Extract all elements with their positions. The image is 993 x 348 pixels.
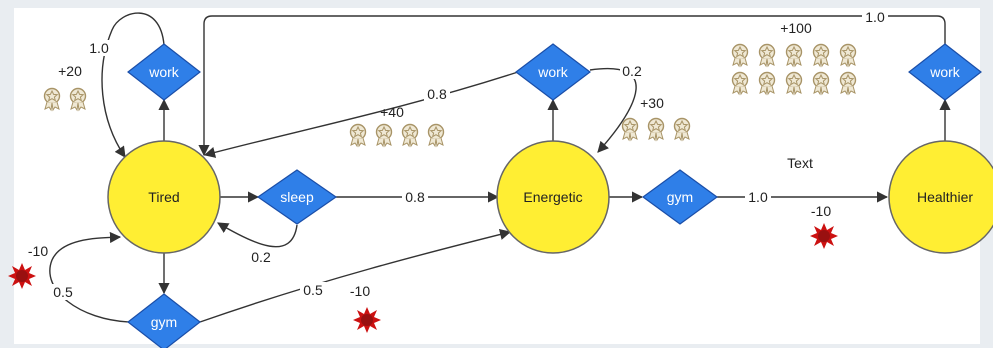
- reward-energetic-work-to-tired: +40: [380, 104, 404, 120]
- prob-gym-to-healthier: 1.0: [748, 189, 768, 205]
- action-healthier-work[interactable]: work: [908, 43, 982, 101]
- action-energetic-work-label: work: [537, 64, 569, 80]
- prob-healthier-work-to-tired: 1.0: [865, 9, 885, 25]
- edges: [49, 12, 951, 323]
- edge-gym-to-tired: [49, 231, 131, 323]
- reward-energetic-work-to-energetic: +30: [640, 95, 664, 111]
- edge-energetic-work-to-energetic: [589, 67, 637, 153]
- state-energetic-label: Energetic: [523, 189, 582, 205]
- prob-energetic-work-to-energetic: 0.2: [622, 63, 642, 79]
- state-healthier[interactable]: Healthier: [888, 140, 993, 254]
- action-tired-work[interactable]: work: [127, 43, 201, 101]
- prob-sleep-to-tired: 0.2: [251, 249, 271, 265]
- edge-gym-to-energetic: [199, 229, 512, 323]
- probability-labels: 1.0 0.8 0.2 0.8 0.2 0.5 0.5 1.0 1.0: [50, 9, 888, 300]
- edge-sleep-to-tired: [217, 222, 298, 248]
- state-healthier-label: Healthier: [917, 189, 973, 205]
- prob-sleep-to-energetic: 0.8: [405, 189, 425, 205]
- action-energetic-work[interactable]: work: [515, 43, 591, 101]
- reward-gym-to-energetic: -10: [350, 283, 370, 299]
- action-tired-gym[interactable]: gym: [127, 293, 201, 348]
- action-energetic-gym[interactable]: gym: [641, 169, 719, 225]
- prob-gym-to-tired: 0.5: [53, 284, 73, 300]
- reward-energetic-gym: -10: [811, 203, 831, 219]
- action-healthier-work-label: work: [929, 64, 961, 80]
- reward-tired-work: +20: [58, 63, 82, 79]
- reward-tired-gym: -10: [28, 243, 48, 259]
- action-energetic-gym-label: gym: [667, 189, 693, 205]
- edge-energetic-work-to-tired: [203, 71, 519, 158]
- action-tired-gym-label: gym: [151, 314, 177, 330]
- action-tired-sleep[interactable]: sleep: [256, 169, 338, 225]
- edge-work-to-tired: [101, 12, 165, 158]
- reward-labels: +20 +40 +30 +100 -10 -10 -10 Text: [28, 20, 831, 299]
- state-tired-label: Tired: [148, 189, 179, 205]
- edge-healthier-work-to-tired: [198, 15, 946, 157]
- free-text-label: Text: [787, 155, 813, 171]
- state-tired[interactable]: Tired: [107, 140, 221, 254]
- prob-gym-to-energetic: 0.5: [303, 282, 323, 298]
- prob-energetic-work-to-tired: 0.8: [427, 86, 447, 102]
- reward-healthier-work: +100: [780, 20, 812, 36]
- action-tired-sleep-label: sleep: [280, 189, 314, 205]
- prob-tired-work-to-tired: 1.0: [89, 40, 109, 56]
- action-tired-work-label: work: [148, 64, 180, 80]
- state-energetic[interactable]: Energetic: [496, 140, 610, 254]
